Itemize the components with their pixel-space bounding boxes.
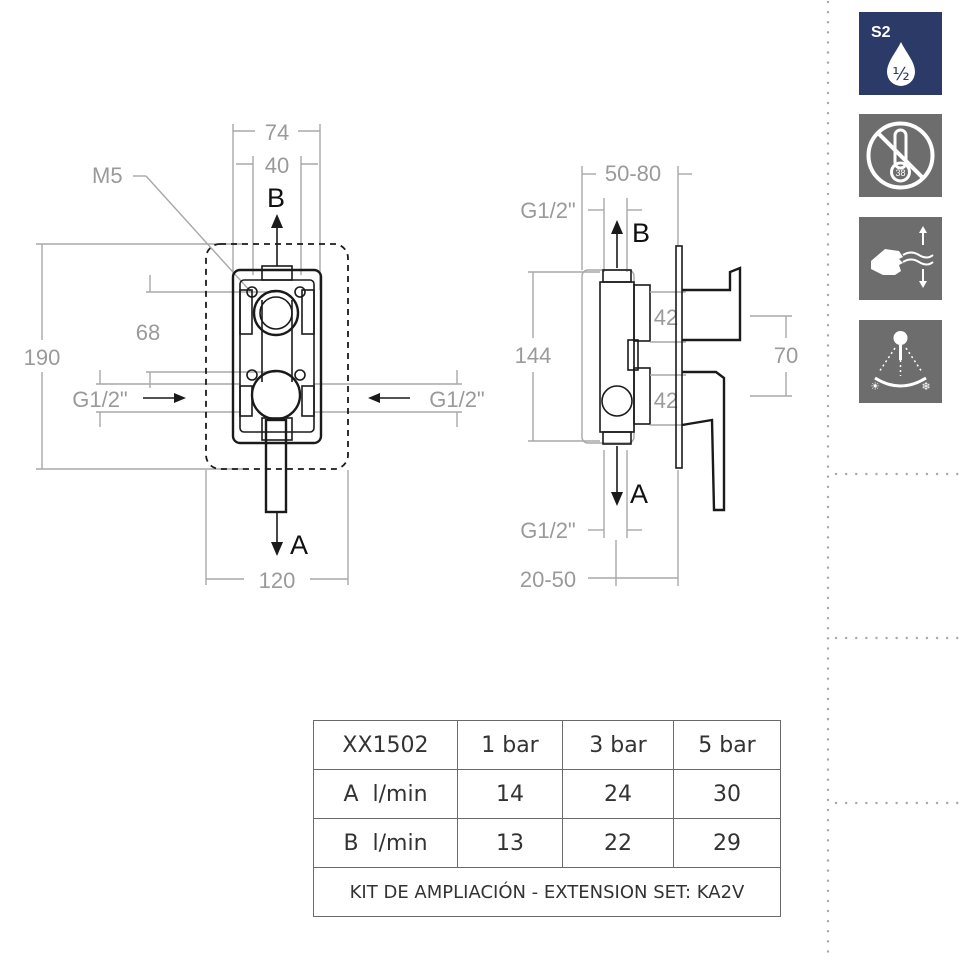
table-header-row: XX1502 1 bar 3 bar 5 bar [313, 720, 781, 770]
dim-68: 68 [136, 320, 160, 345]
front-view: 74 40 M5 190 68 G1/2" G1/2 [24, 120, 485, 593]
front-outlet-b: B [267, 183, 285, 213]
shower-hot-cold-icon: ☀ ❄ [859, 320, 942, 403]
table-cell: 29 [673, 818, 781, 868]
s2-sub-text: ½ [892, 64, 909, 85]
separator-row-3 [834, 801, 963, 805]
dim-70: 70 [774, 343, 798, 368]
side-outlet-a: A [630, 479, 648, 509]
dim-144: 144 [515, 343, 552, 368]
extension-set-note: KIT DE AMPLIACIÓN - EXTENSION SET: KA2V [313, 867, 781, 917]
dim-120: 120 [259, 568, 296, 593]
dim-74: 74 [265, 120, 289, 145]
dim-42-lower: 42 [654, 388, 678, 413]
table-row: B l/min 13 22 29 [313, 818, 781, 868]
no-thermostat-38-icon: 38 [859, 114, 942, 197]
dim-g-bottom: G1/2" [520, 518, 576, 543]
dim-inlet-left: G1/2" [72, 387, 128, 412]
table-cell: 30 [673, 769, 781, 819]
row-label-a: A l/min [313, 769, 458, 819]
hand-water-flow-icon [859, 217, 942, 300]
dim-190: 190 [24, 345, 61, 370]
table-cell: 13 [457, 818, 563, 868]
dim-g-top: G1/2" [520, 198, 576, 223]
table-row: A l/min 14 24 30 [313, 769, 781, 819]
dim-m5: M5 [92, 163, 123, 188]
row-label-b: B l/min [313, 818, 458, 868]
table-header-cell: 5 bar [673, 720, 781, 770]
separator-vertical [826, 0, 830, 962]
svg-text:❄: ❄ [921, 380, 930, 393]
separator-row-2 [834, 636, 963, 640]
dim-42-upper: 42 [654, 305, 678, 330]
flow-rate-table: XX1502 1 bar 3 bar 5 bar A l/min 14 24 3… [313, 720, 781, 917]
table-header-cell: 3 bar [562, 720, 674, 770]
dim-20-50: 20-50 [520, 567, 576, 592]
table-cell: 14 [457, 769, 563, 819]
separator-row-1 [834, 472, 963, 476]
side-view: 50-80 G1/2" B 144 42 42 [515, 161, 799, 592]
table-cell: 22 [562, 818, 674, 868]
table-footer-row: KIT DE AMPLIACIÓN - EXTENSION SET: KA2V [313, 867, 781, 917]
dim-40: 40 [265, 153, 289, 178]
table-cell: 24 [562, 769, 674, 819]
front-outlet-a: A [290, 530, 308, 560]
dim-inlet-right: G1/2" [429, 387, 485, 412]
s2-half-inch-icon: S2 ½ [859, 12, 942, 95]
side-outlet-b: B [632, 218, 650, 248]
dim-50-80: 50-80 [605, 161, 661, 186]
table-header-cell: XX1502 [313, 720, 458, 770]
thermostat-38-text: 38 [895, 168, 905, 178]
svg-text:☀: ☀ [870, 380, 880, 393]
table-header-cell: 1 bar [457, 720, 563, 770]
s2-text: S2 [871, 24, 891, 41]
